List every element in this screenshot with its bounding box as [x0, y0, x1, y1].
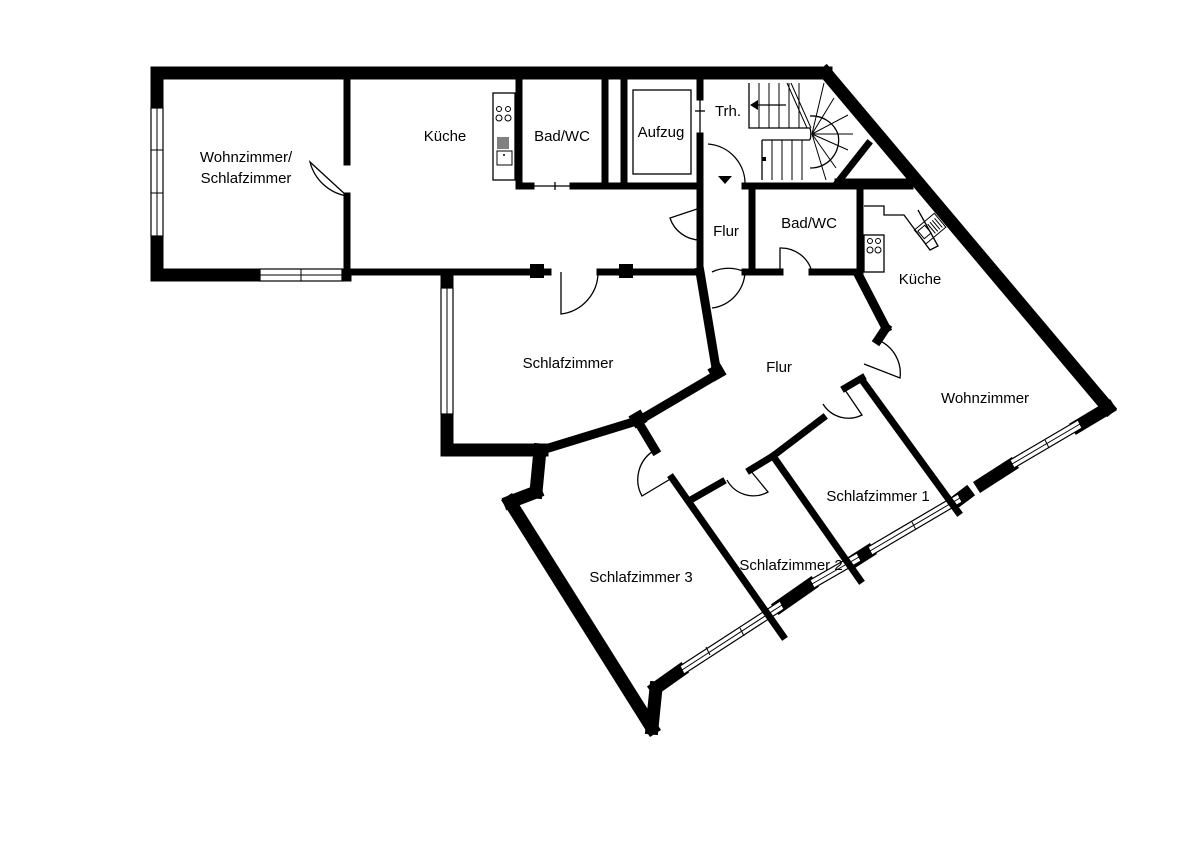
- kitchen-west-fixtures: [492, 92, 516, 181]
- door-entrance: [707, 143, 746, 187]
- label-schlafzimmer-1: Schlafzimmer 1: [826, 488, 929, 505]
- north-windows: [150, 107, 454, 415]
- label-flur-main: Flur: [766, 359, 792, 376]
- label-schlafzimmer-3: Schlafzimmer 3: [589, 569, 692, 586]
- label-aufzug: Aufzug: [638, 124, 685, 141]
- door-bad-east: [779, 247, 813, 273]
- door-schlafzimmer: [560, 271, 599, 315]
- label-schlafzimmer-2: Schlafzimmer 2: [739, 557, 842, 574]
- label-flur-north: Flur: [713, 223, 739, 240]
- door-schlafzimmer-2: [726, 469, 769, 497]
- kitchen-east-fixtures: [863, 205, 947, 273]
- label-kueche-east: Küche: [899, 271, 942, 288]
- south-east-windows: [679, 419, 1083, 675]
- staircase: [748, 82, 853, 181]
- door-wohn-schlaf: [308, 160, 348, 197]
- door-flur-west: [669, 207, 701, 241]
- label-treppenhaus: Trh.: [715, 103, 741, 120]
- doors: [308, 143, 901, 497]
- label-kueche-west: Küche: [424, 128, 467, 145]
- door-schlafzimmer-3: [637, 449, 673, 497]
- door-wohnzimmer: [863, 339, 901, 379]
- label-wohnzimmer: Wohnzimmer: [941, 390, 1029, 407]
- door-flur-south: [711, 267, 746, 309]
- label-bad-east: Bad/WC: [781, 215, 837, 232]
- label-wohn-schlaf-2: Schlafzimmer: [201, 170, 292, 187]
- label-bad-west: Bad/WC: [534, 128, 590, 145]
- label-schlafzimmer: Schlafzimmer: [523, 355, 614, 372]
- label-wohn-schlaf-1: Wohnzimmer/: [200, 149, 293, 166]
- south-walls: [440, 266, 963, 737]
- door-schlafzimmer-1: [822, 389, 863, 419]
- room-labels: Wohnzimmer/ Schlafzimmer Küche Bad/WC Au…: [200, 103, 1029, 586]
